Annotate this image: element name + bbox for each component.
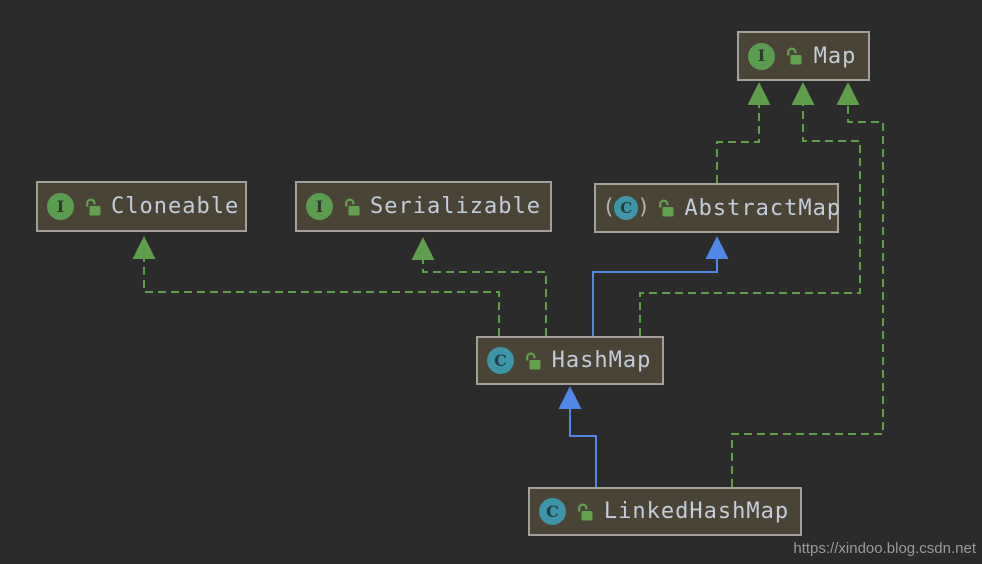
node-hashmap[interactable]: C HashMap [476, 336, 664, 385]
edge-hashmap-to-abstractmap [592, 258, 718, 336]
arrowhead-serializable [411, 237, 435, 260]
class-icon: C [487, 347, 514, 374]
edge-hashmap-to-cloneable [143, 258, 500, 336]
abstract-paren-open: ( [605, 194, 614, 219]
unlocked-padlock-icon [578, 503, 593, 520]
node-label: LinkedHashMap [603, 499, 790, 524]
node-linkedhashmap[interactable]: C LinkedHashMap [528, 487, 802, 536]
unlocked-padlock-icon [526, 352, 541, 369]
unlocked-padlock-icon [787, 47, 802, 65]
edge-hashmap-to-map [639, 104, 861, 336]
arrowhead-map [836, 82, 860, 105]
node-cloneable[interactable]: I Cloneable [36, 181, 247, 232]
arrowhead-abstractmap [705, 236, 729, 259]
node-label: Cloneable [111, 194, 240, 219]
arrowhead-hashmap [558, 386, 582, 409]
edge-hashmap-to-serializable [422, 259, 547, 336]
edge-linkedhashmap-to-hashmap [569, 408, 597, 487]
abstract-paren-close: ) [639, 194, 648, 219]
unlocked-padlock-icon [86, 198, 101, 215]
watermark-url: https://xindoo.blog.csdn.net [793, 540, 976, 557]
edge-linkedhashmap-to-map [731, 104, 884, 487]
edge-abstractmap-to-map [716, 104, 760, 183]
node-abstractmap[interactable]: ( C ) AbstractMap [594, 183, 842, 233]
node-label: HashMap [551, 348, 652, 373]
node-label: Serializable [370, 194, 541, 219]
arrowhead-map [747, 82, 771, 105]
class-icon: C [539, 498, 566, 525]
interface-icon: I [306, 193, 333, 220]
interface-icon: I [748, 42, 775, 70]
node-serializable[interactable]: I Serializable [295, 181, 552, 232]
arrowhead-cloneable [132, 236, 156, 259]
node-map[interactable]: I Map [737, 31, 870, 81]
unlocked-padlock-icon [659, 199, 674, 217]
node-label: Map [813, 43, 857, 69]
abstract-class-icon: ( C ) [605, 196, 647, 220]
unlocked-padlock-icon [345, 198, 360, 215]
interface-icon: I [47, 193, 74, 220]
arrowhead-map [791, 82, 815, 105]
node-label: AbstractMap [684, 195, 842, 221]
class-icon: C [614, 196, 639, 220]
